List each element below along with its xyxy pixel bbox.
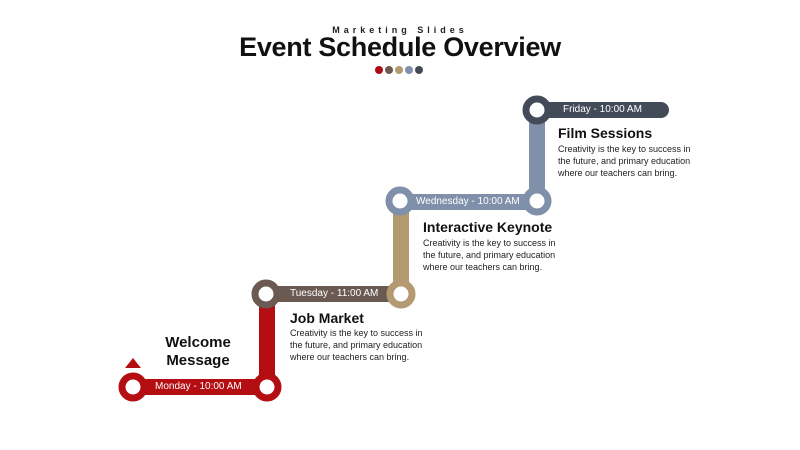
wednesday-bar <box>400 194 538 210</box>
monday-end-node <box>252 372 282 402</box>
friday-bar <box>537 102 669 118</box>
slide-kicker: Marketing Slides <box>332 25 468 35</box>
film-sessions-title: Film Sessions <box>558 125 653 141</box>
monday-start-node <box>118 372 148 402</box>
color-dot-5 <box>415 66 423 74</box>
color-dot-4 <box>405 66 413 74</box>
start-arrow-icon <box>125 358 141 368</box>
interactive-keynote-title: Interactive Keynote <box>423 219 553 235</box>
connector-rise-3 <box>529 109 545 202</box>
welcome-message-title: Welcome Message <box>165 334 231 369</box>
wednesday-end-node <box>522 186 552 216</box>
tuesday-bar <box>266 286 402 302</box>
wednesday-time-label: Wednesday - 10:00 AM <box>416 196 520 207</box>
tuesday-start-node <box>251 279 281 309</box>
tuesday-time-label: Tuesday - 11:00 AM <box>290 288 379 299</box>
color-dot-1 <box>375 66 383 74</box>
color-dot-3 <box>395 66 403 74</box>
job-market-title: Job Market <box>290 310 364 326</box>
color-dots <box>375 66 423 74</box>
monday-time-label: Monday - 10:00 AM <box>155 381 242 392</box>
interactive-keynote-description: Creativity is the key to success in the … <box>423 238 556 272</box>
connector-rise-2 <box>393 201 409 293</box>
connector-rise-1 <box>259 293 275 387</box>
job-market-description: Creativity is the key to success in the … <box>290 328 423 362</box>
friday-start-node <box>522 95 552 125</box>
tuesday-end-node <box>386 279 416 309</box>
wednesday-start-node <box>385 186 415 216</box>
color-dot-2 <box>385 66 393 74</box>
slide-title: Event Schedule Overview <box>239 32 561 62</box>
monday-bar <box>130 379 268 395</box>
friday-time-label: Friday - 10:00 AM <box>563 104 642 115</box>
film-sessions-description: Creativity is the key to success in the … <box>558 144 691 178</box>
